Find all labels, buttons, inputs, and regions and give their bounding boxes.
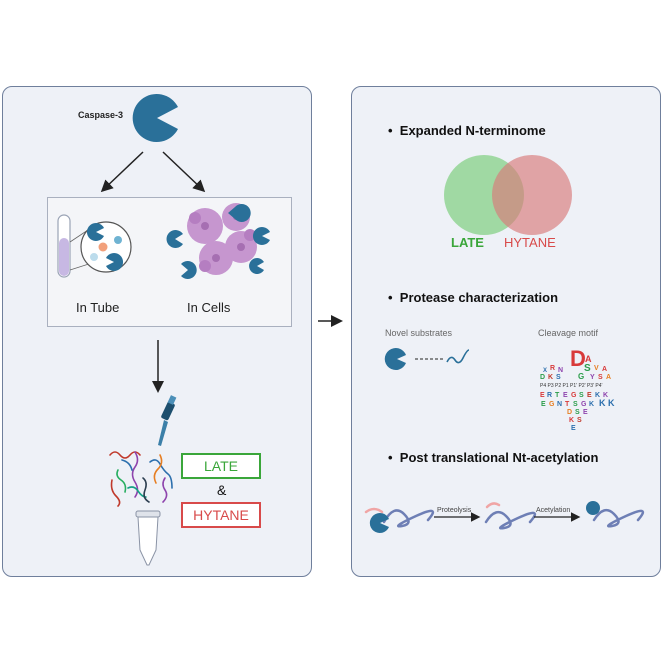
svg-text:G: G — [549, 401, 555, 408]
svg-text:A: A — [606, 374, 611, 381]
magnified-circle-icon — [80, 221, 132, 273]
late-label: LATE — [204, 458, 238, 474]
cleavage-motif-label: Cleavage motif — [538, 328, 599, 338]
acetylation-label: Acetylation — [536, 507, 571, 514]
left-panel — [2, 86, 312, 577]
acetylation-pacman-icon — [369, 513, 389, 534]
svg-text:E: E — [571, 425, 576, 432]
svg-text:E: E — [563, 392, 568, 399]
svg-text:N: N — [557, 401, 562, 408]
substrate-pacman-icon — [384, 348, 406, 370]
caspase-pacman-icon — [132, 94, 178, 142]
substrate-peptide-icon — [446, 349, 470, 364]
bullet-dot: • — [388, 290, 400, 305]
in-cells-label: In Cells — [187, 300, 231, 315]
svg-text:E: E — [583, 409, 588, 416]
section1-title: • Expanded N-terminome — [388, 123, 546, 138]
svg-text:T: T — [555, 392, 560, 399]
motif-positions: P4 P3 P2 P1 P1' P2' P3' P4' — [540, 383, 603, 389]
svg-text:K: K — [589, 401, 594, 408]
hytane-label: HYTANE — [193, 507, 249, 523]
svg-text:R: R — [550, 365, 555, 372]
cells-icon — [187, 203, 257, 275]
venn-hytane-label: HYTANE — [504, 235, 556, 250]
svg-text:E: E — [587, 392, 592, 399]
svg-text:E: E — [541, 401, 546, 408]
sequence-logo-icon: D A S X R N V A D K S G Y S A E R T E G … — [540, 346, 615, 432]
svg-text:K: K — [569, 417, 574, 424]
section3-title: • Post translational Nt-acetylation — [388, 450, 599, 465]
svg-text:E: E — [540, 392, 545, 399]
svg-text:S: S — [556, 374, 561, 381]
svg-text:D: D — [570, 346, 586, 371]
svg-text:Y: Y — [590, 374, 595, 381]
svg-text:K: K — [548, 374, 553, 381]
svg-text:K: K — [599, 398, 606, 408]
pipette-icon — [158, 395, 177, 446]
proteolysis-label: Proteolysis — [437, 507, 472, 514]
svg-text:D: D — [567, 409, 572, 416]
in-tube-label: In Tube — [76, 300, 120, 315]
acetylation-workflow-icon — [364, 502, 645, 530]
cell-caspase-icons — [166, 204, 270, 280]
svg-text:S: S — [598, 374, 603, 381]
svg-text:S: S — [573, 401, 578, 408]
svg-text:D: D — [540, 374, 545, 381]
venn-late-label: LATE — [451, 235, 484, 250]
svg-text:G: G — [578, 372, 584, 381]
svg-text:R: R — [547, 392, 552, 399]
bullet-dot: • — [388, 450, 400, 465]
late-box: LATE — [181, 453, 261, 479]
svg-text:V: V — [594, 365, 599, 372]
hytane-box: HYTANE — [181, 502, 261, 528]
arrow-to-cells — [162, 151, 206, 193]
svg-text:A: A — [585, 354, 592, 364]
svg-text:S: S — [577, 417, 582, 424]
eppendorf-tube-icon — [135, 510, 161, 566]
ampersand: & — [217, 482, 227, 498]
section2-title: • Protease characterization — [388, 290, 559, 305]
caspase-label: Caspase-3 — [78, 110, 124, 120]
svg-text:G: G — [571, 392, 577, 399]
novel-substrates-label: Novel substrates — [385, 328, 453, 338]
peptides-icon — [109, 451, 173, 507]
bullet-dot: • — [388, 123, 400, 138]
ac-tag-icon — [586, 501, 600, 515]
svg-text:K: K — [603, 392, 608, 399]
svg-text:S: S — [584, 363, 591, 374]
svg-text:K: K — [595, 392, 600, 399]
svg-text:N: N — [558, 367, 563, 374]
svg-text:S: S — [575, 409, 580, 416]
svg-text:K: K — [608, 398, 615, 408]
svg-text:X: X — [543, 368, 547, 374]
svg-text:A: A — [602, 366, 607, 373]
svg-text:T: T — [565, 401, 570, 408]
svg-text:S: S — [579, 392, 584, 399]
venn-hytane-circle — [492, 155, 572, 235]
svg-text:G: G — [581, 401, 587, 408]
arrow-to-tube — [100, 151, 144, 193]
